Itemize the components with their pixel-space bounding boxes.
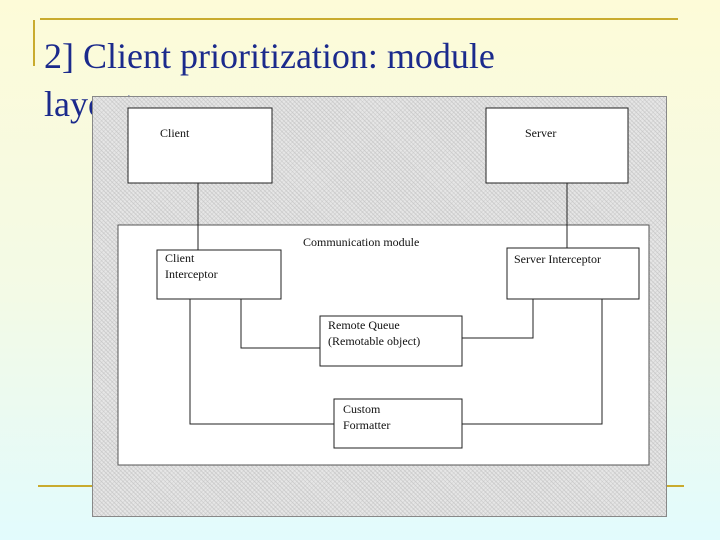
left-rule (33, 20, 35, 66)
client-interceptor-label-line2: Interceptor (165, 267, 218, 281)
custom-formatter-label-line1: Custom (343, 402, 381, 416)
client-label: Client (160, 126, 190, 140)
client-interceptor-label-line1: Client (165, 251, 195, 265)
server-box (485, 107, 629, 184)
slide-title: 2] Client prioritization: module layout (44, 36, 495, 124)
server-interceptor-box (506, 247, 640, 300)
client-interceptor-box (156, 249, 282, 300)
server-interceptor-label: Server Interceptor (514, 252, 601, 266)
top-rule (40, 18, 678, 20)
remote-queue-box (319, 315, 463, 367)
custom-formatter-label-line2: Formatter (343, 418, 390, 432)
custom-formatter-box (333, 398, 463, 449)
client-box (127, 107, 273, 184)
server-label: Server (525, 126, 556, 140)
queue-to-server-interceptor-connector (462, 299, 534, 339)
communication-module-label: Communication module (303, 235, 419, 249)
client-interceptor-to-formatter-connector (189, 299, 334, 425)
remote-queue-label-line1: Remote Queue (328, 318, 400, 332)
formatter-to-server-interceptor-connector (462, 299, 603, 425)
client-interceptor-to-queue-connector (240, 299, 320, 349)
remote-queue-label-line2: (Remotable object) (328, 334, 420, 348)
